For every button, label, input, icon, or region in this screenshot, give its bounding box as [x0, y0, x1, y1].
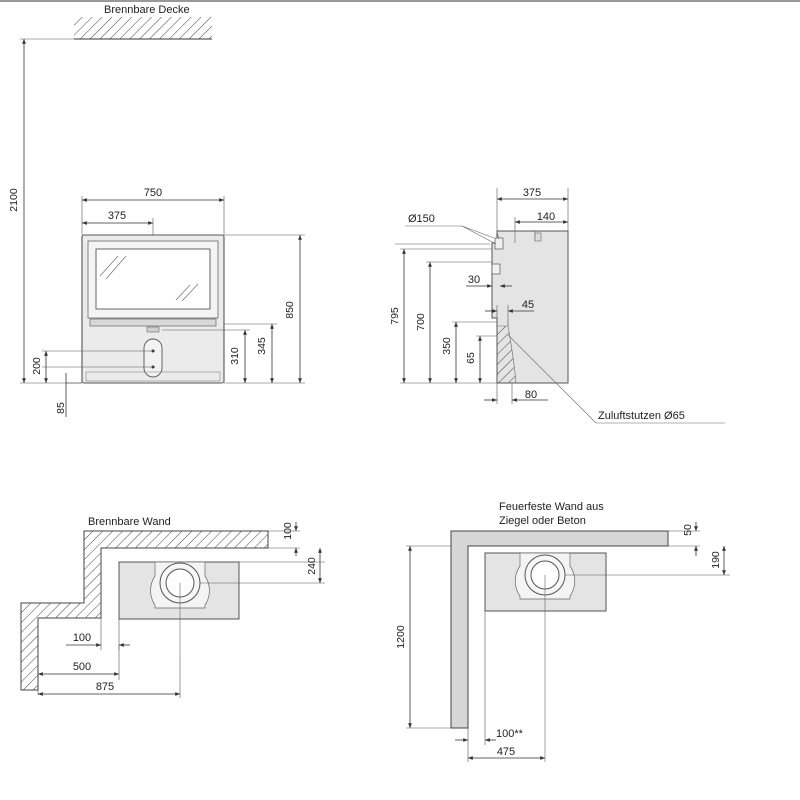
dim-label-475: 475 — [497, 746, 515, 758]
dim-label-700: 700 — [415, 313, 427, 331]
ceiling-label: Brennbare Decke — [104, 4, 190, 16]
combustible-wall-hatch — [21, 531, 268, 690]
dim-label-795: 795 — [389, 307, 401, 325]
dim-label-65: 65 — [465, 352, 477, 364]
dim-label-45: 45 — [522, 299, 534, 311]
fireproof-wall-label-1: Feuerfeste Wand aus — [499, 501, 604, 513]
side-air-duct — [497, 326, 516, 383]
flue-diameter-label: Ø150 — [408, 213, 435, 225]
air-inlet-label: Zuluftstutzen Ø65 — [598, 410, 685, 422]
front-glass — [95, 248, 211, 310]
front-air-inlet-outline — [143, 338, 163, 378]
dim-label-750: 750 — [144, 187, 162, 199]
ceiling-hatch — [74, 17, 212, 39]
dim-label-345: 345 — [256, 337, 268, 355]
dim-label-100-top: 100 — [282, 522, 294, 540]
dim-label-80: 80 — [525, 389, 537, 401]
air-inlet-leader — [507, 334, 597, 424]
side-view: 375 140 Ø150 795 700 30 45 350 — [389, 187, 725, 424]
plan-combustible-wall: Brennbare Wand 100 240 100 500 — [20, 516, 325, 698]
dim-label-200: 200 — [31, 357, 43, 375]
dim-label-350: 350 — [441, 337, 453, 355]
dim-label-875: 875 — [96, 681, 114, 693]
dim-label-30: 30 — [468, 274, 480, 286]
dim-label-100: 100 — [73, 632, 91, 644]
front-view: 2100 750 375 850 345 310 200 85 — [8, 38, 305, 417]
dim-label-1200: 1200 — [395, 625, 407, 649]
dim-label-240: 240 — [306, 557, 318, 575]
dim-label-375-side: 375 — [523, 187, 541, 199]
fireproof-wall-label-2: Ziegel oder Beton — [499, 515, 586, 527]
dim-label-50: 50 — [682, 524, 694, 536]
dim-label-85: 85 — [55, 402, 67, 414]
dim-label-375-front: 375 — [108, 210, 126, 222]
dim-label-2100: 2100 — [8, 188, 20, 212]
dim-label-310: 310 — [229, 347, 241, 365]
dim-label-190: 190 — [710, 551, 722, 569]
plan-fireproof-wall: Feuerfeste Wand aus Ziegel oder Beton 50… — [395, 501, 730, 762]
dim-label-850: 850 — [284, 301, 296, 319]
front-ash-bar — [89, 318, 217, 327]
dim-label-140: 140 — [537, 211, 555, 223]
combustible-wall-label: Brennbare Wand — [88, 516, 171, 528]
dim-label-500: 500 — [73, 661, 91, 673]
ceiling-group: Brennbare Decke — [74, 4, 212, 40]
dim-label-100-star: 100** — [496, 728, 524, 740]
